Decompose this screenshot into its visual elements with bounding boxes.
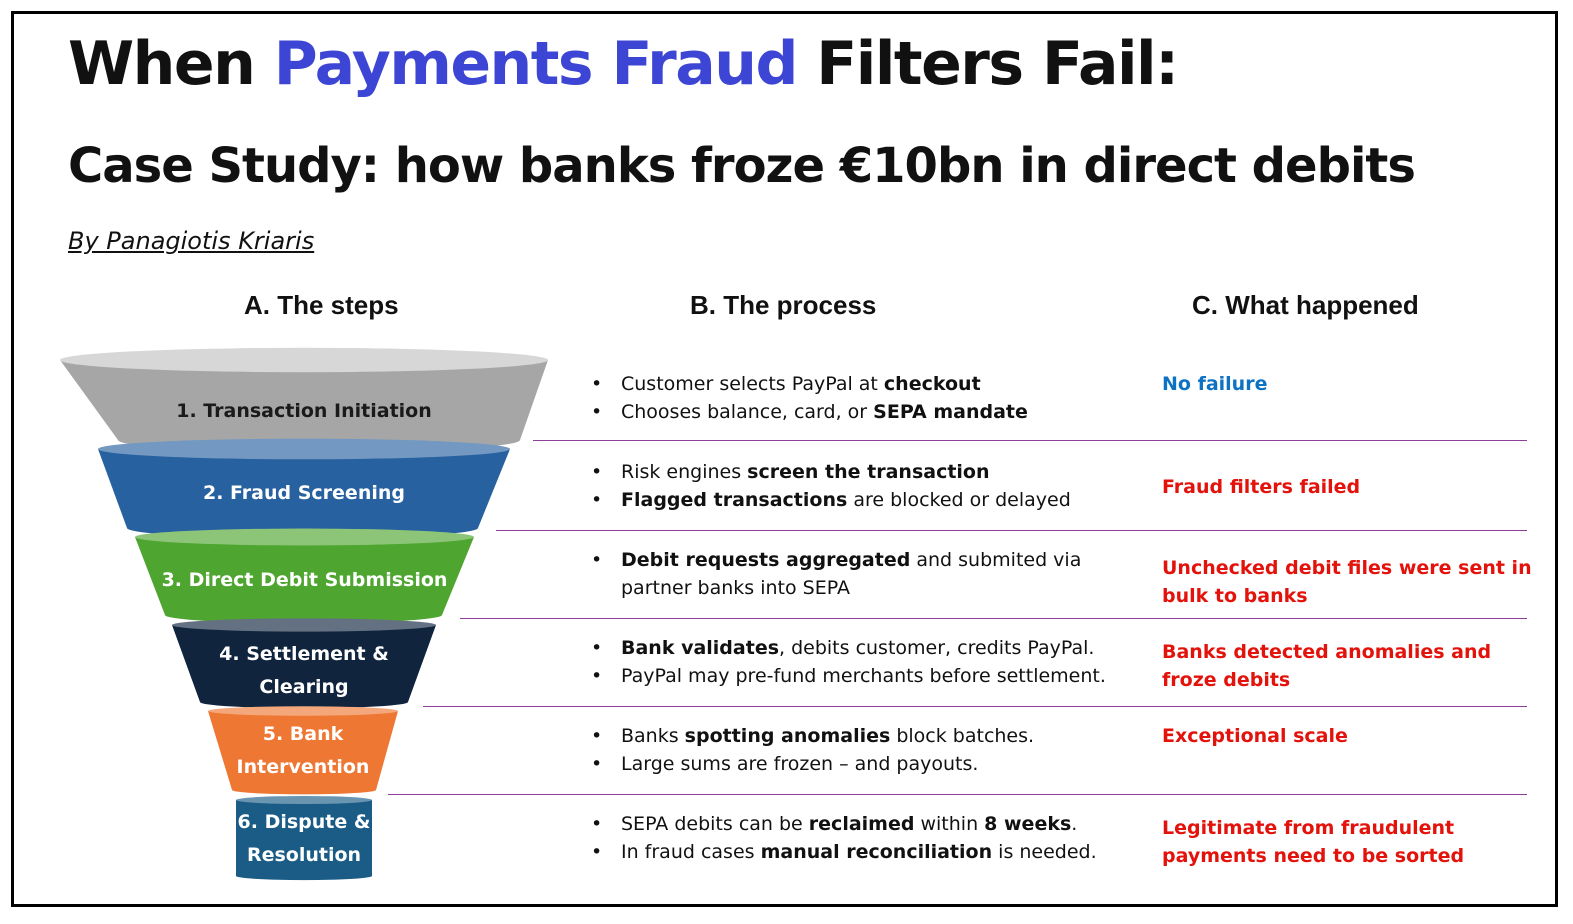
- funnel-body-3: [135, 537, 474, 624]
- outcome-text-1: No failure: [1162, 373, 1268, 395]
- funnel-body-2: [98, 449, 510, 539]
- funnel-segment-1: [60, 347, 548, 453]
- page-subtitle: Case Study: how banks froze €10bn in dir…: [68, 138, 1416, 194]
- stage-label-4: 4. Settlement & Clearing: [219, 643, 389, 698]
- process-bullet: Banks spotting anomalies block batches.: [590, 722, 1135, 750]
- outcome-text-3: Unchecked debit files were sent in bulk …: [1162, 557, 1532, 607]
- funnel-segment-4: [172, 618, 436, 709]
- funnel-cap-6: [236, 796, 372, 804]
- funnel-segment-6: [236, 796, 372, 881]
- outcome-text-2: Fraud filters failed: [1162, 476, 1361, 498]
- stage-label-5: 5. Bank Intervention: [236, 723, 370, 778]
- funnel-body-1: [60, 360, 548, 453]
- process-list-1: Customer selects PayPal at checkoutChoos…: [590, 370, 1135, 426]
- process-bullet: In fraud cases manual reconciliation is …: [590, 838, 1135, 866]
- title-part-2: Filters Fail:: [796, 29, 1179, 99]
- process-list-3: Debit requests aggregated and submited v…: [590, 546, 1135, 602]
- column-header-process: B. The process: [690, 290, 877, 320]
- process-list-6: SEPA debits can be reclaimed within 8 we…: [590, 810, 1135, 866]
- author-byline: By Panagiotis Kriaris: [68, 227, 315, 255]
- process-bullet: Customer selects PayPal at checkout: [590, 370, 1135, 398]
- process-bullet: Debit requests aggregated and submited v…: [590, 546, 1135, 602]
- funnel-segment-2: [98, 438, 510, 539]
- process-bullet: PayPal may pre-fund merchants before set…: [590, 662, 1135, 690]
- funnel-body-5: [208, 711, 398, 795]
- outcome-text-5: Exceptional scale: [1162, 725, 1348, 747]
- row-separator: [423, 706, 1527, 707]
- outcome-text-6: Legitimate from fraudulent payments need…: [1162, 817, 1465, 867]
- process-bullet: SEPA debits can be reclaimed within 8 we…: [590, 810, 1135, 838]
- funnel-body-4: [172, 625, 436, 709]
- process-list-5: Banks spotting anomalies block batches.L…: [590, 722, 1135, 778]
- funnel-cap-2: [98, 438, 510, 460]
- column-header-what-happened: C. What happened: [1192, 290, 1419, 320]
- stage-label-2: 2. Fraud Screening: [202, 482, 405, 504]
- process-bullet: Bank validates, debits customer, credits…: [590, 634, 1135, 662]
- page-title: When Payments Fraud Filters Fail:: [68, 24, 1548, 104]
- stage-label-1: 1. Transaction Initiation: [176, 400, 432, 422]
- row-separator: [388, 794, 1527, 795]
- process-bullet: Large sums are frozen – and payouts.: [590, 750, 1135, 778]
- funnel-cap-4: [172, 618, 436, 632]
- row-separator: [496, 530, 1527, 531]
- row-separator: [533, 440, 1527, 441]
- title-part-1: When: [68, 29, 274, 99]
- process-bullet: Flagged transactions are blocked or dela…: [590, 486, 1135, 514]
- stage-label-6: 6. Dispute & Resolution: [237, 811, 371, 866]
- process-bullet: Risk engines screen the transaction: [590, 458, 1135, 486]
- process-list-4: Bank validates, debits customer, credits…: [590, 634, 1135, 690]
- funnel-body-6: [236, 800, 372, 881]
- funnel-cap-5: [208, 706, 398, 716]
- funnel-segment-3: [135, 528, 474, 624]
- funnel-cap-1: [60, 347, 548, 373]
- column-header-steps: A. The steps: [244, 290, 399, 320]
- stage-label-3: 3. Direct Debit Submission: [161, 569, 448, 591]
- outcome-text-4: Banks detected anomalies and froze debit…: [1162, 641, 1492, 691]
- title-highlight: Payments Fraud: [273, 29, 799, 99]
- row-separator: [460, 618, 1527, 619]
- funnel-cap-3: [135, 528, 474, 546]
- process-list-2: Risk engines screen the transactionFlagg…: [590, 458, 1135, 514]
- funnel-segment-5: [208, 706, 398, 795]
- process-bullet: Chooses balance, card, or SEPA mandate: [590, 398, 1135, 426]
